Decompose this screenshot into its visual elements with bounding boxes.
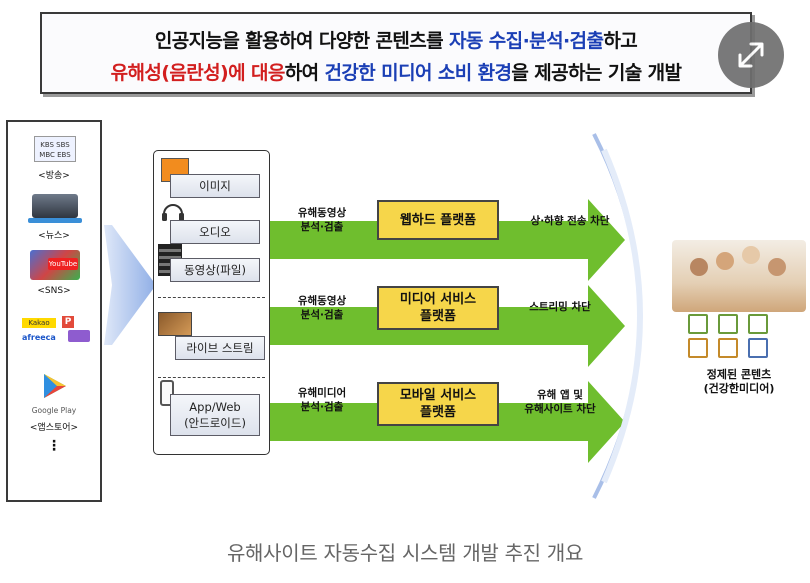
headphones-icon bbox=[162, 204, 184, 221]
filter-arc-icon bbox=[592, 133, 643, 499]
google-play-logo-text: Google Play bbox=[31, 406, 77, 415]
afreeca-logo-icon: afreeca bbox=[22, 333, 56, 342]
banner-text: 인공지능을 활용하여 다양한 콘텐츠를 bbox=[154, 30, 450, 52]
row2-platform-line: 플랫폼 bbox=[420, 309, 456, 324]
person-icon bbox=[716, 252, 734, 270]
result-line: 정제된 콘텐츠 bbox=[706, 368, 772, 381]
category-audio: 오디오 bbox=[170, 220, 260, 244]
person-icon bbox=[768, 258, 786, 276]
category-video: 동영상(파일) bbox=[170, 258, 260, 282]
broadcast-logo-line: MBC EBS bbox=[39, 151, 71, 159]
row3-detection-line: 분석·검출 bbox=[300, 401, 344, 413]
family-photo-image bbox=[672, 240, 806, 312]
category-app-web: App/Web (안드로이드) bbox=[170, 394, 260, 436]
expand-icon bbox=[738, 42, 764, 68]
expand-button[interactable] bbox=[718, 22, 784, 88]
category-image: 이미지 bbox=[170, 174, 260, 198]
category-app-web-line: (안드로이드) bbox=[184, 416, 246, 430]
banner-highlight-red: 유해성(음란성)에 대응 bbox=[110, 62, 286, 84]
row1-action-label: 상·하향 전송 차단 bbox=[530, 215, 610, 227]
banner-line-1: 인공지능을 활용하여 다양한 콘텐츠를 자동 수집·분석·검출하고 bbox=[42, 26, 750, 53]
row3-action-line: 유해 앱 및 bbox=[537, 389, 583, 401]
row1-detection-line: 유해동영상 bbox=[297, 207, 347, 219]
row2-detection-label: 유해동영상 분석·검출 bbox=[282, 294, 362, 322]
kakao-logo-icon: Kakao bbox=[22, 318, 56, 328]
source-label-broadcast: <방송> bbox=[38, 171, 70, 181]
sources-panel: KBS SBS MBC EBS <방송> <뉴스> YouTube <SNS> … bbox=[6, 120, 102, 502]
source-label-sns: <SNS> bbox=[37, 286, 71, 296]
source-label-news: <뉴스> bbox=[38, 231, 70, 241]
banner-text: 하여 bbox=[284, 62, 325, 84]
category-app-web-line: App/Web bbox=[189, 400, 241, 414]
row3-action-label: 유해 앱 및 유해사이트 차단 bbox=[508, 388, 612, 416]
youtube-logo-icon: YouTube bbox=[48, 258, 78, 270]
source-label-appstore: <앱스토어> bbox=[29, 423, 79, 433]
more-sources-ellipsis: ⋮ bbox=[47, 438, 61, 454]
twitch-logo-icon bbox=[68, 330, 90, 342]
banner-line-2: 유해성(음란성)에 대응하여 건강한 미디어 소비 환경을 제공하는 기술 개발 bbox=[42, 58, 750, 85]
row2-detection-line: 분석·검출 bbox=[300, 309, 344, 321]
row1-detection-line: 분석·검출 bbox=[300, 221, 344, 233]
row2-detection-line: 유해동영상 bbox=[297, 295, 347, 307]
row2-action-label: 스트리밍 차단 bbox=[529, 301, 591, 313]
row1-platform-box: 웹하드 플랫폼 bbox=[377, 200, 499, 240]
row3-detection-label: 유해미디어 분석·검출 bbox=[282, 386, 362, 414]
banner-highlight-blue: 건강한 미디어 소비 환경 bbox=[324, 62, 512, 84]
title-banner: 인공지능을 활용하여 다양한 콘텐츠를 자동 수집·분석·검출하고 유해성(음란… bbox=[40, 12, 752, 94]
banner-highlight-blue: 자동 수집·분석·검출 bbox=[449, 30, 604, 52]
row3-detection-line: 유해미디어 bbox=[297, 387, 347, 399]
row2-platform-line: 미디어 서비스 bbox=[399, 292, 477, 307]
row3-platform-line: 플랫폼 bbox=[420, 405, 456, 420]
row1-detection-label: 유해동영상 분석·검출 bbox=[282, 206, 362, 234]
category-live-stream: 라이브 스트림 bbox=[175, 336, 265, 360]
news-icon bbox=[32, 194, 78, 218]
banner-text: 을 제공하는 기술 개발 bbox=[511, 62, 682, 84]
result-label: 정제된 콘텐츠 (건강한미디어) bbox=[676, 368, 802, 396]
broadcast-logo-icon: KBS SBS MBC EBS bbox=[34, 136, 76, 162]
row1-platform-line: 웹하드 플랫폼 bbox=[399, 212, 477, 228]
row3-platform-line: 모바일 서비스 bbox=[399, 388, 477, 403]
broadcast-logo-line: KBS SBS bbox=[40, 141, 70, 149]
flow-arrow-icon bbox=[270, 199, 625, 281]
google-play-icon bbox=[44, 374, 66, 398]
funnel-arrow-icon bbox=[104, 225, 156, 345]
banner-text: 하고 bbox=[603, 30, 638, 52]
row3-platform-box: 모바일 서비스 플랫폼 bbox=[377, 382, 499, 426]
result-line: (건강한미디어) bbox=[703, 382, 775, 395]
news-base-icon bbox=[28, 218, 82, 223]
platform-p-icon: P bbox=[62, 316, 74, 328]
figure-caption: 유해사이트 자동수집 시스템 개발 추진 개요 bbox=[226, 541, 584, 565]
person-icon bbox=[742, 246, 760, 264]
category-divider bbox=[158, 377, 265, 378]
person-icon bbox=[690, 258, 708, 276]
row2-platform-box: 미디어 서비스 플랫폼 bbox=[377, 286, 499, 330]
live-stream-thumbnail-icon bbox=[158, 312, 192, 336]
media-grid-icon bbox=[688, 314, 788, 358]
category-divider bbox=[158, 297, 265, 298]
row3-action-line: 유해사이트 차단 bbox=[524, 403, 596, 415]
